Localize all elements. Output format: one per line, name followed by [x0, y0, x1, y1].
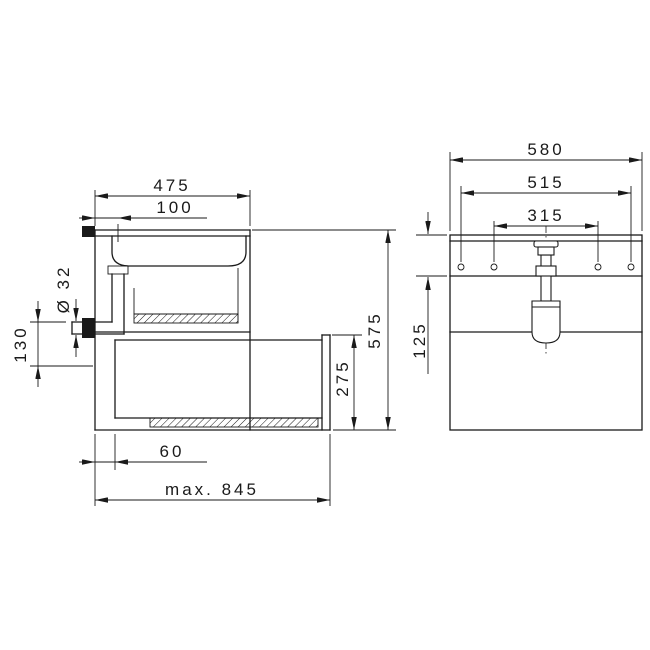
wall-bracket-hatch [82, 226, 95, 237]
dim-apron-height: 125 [410, 212, 447, 374]
dim-max-extension-label: max. 845 [165, 480, 259, 499]
dim-pipe-diameter: Ø 32 [54, 265, 79, 357]
dim-mounting-width: 515 [460, 173, 632, 262]
dim-total-width-label: 580 [527, 140, 564, 159]
dim-tap-hole-spacing: 315 [493, 206, 599, 262]
dim-depth-label: 475 [153, 176, 190, 195]
dim-connection-height-label: 130 [11, 325, 30, 362]
dim-total-width: 580 [449, 140, 643, 231]
dim-depth: 475 [94, 176, 251, 226]
mounting-holes [457, 263, 635, 271]
basin-section [107, 235, 247, 275]
dim-rear-clearance-label: 60 [160, 442, 185, 461]
dim-lower-drawer-height-label: 275 [333, 359, 352, 396]
dim-tap-hole-spacing-label: 315 [527, 206, 564, 225]
dim-mounting-width-label: 515 [527, 173, 564, 192]
trap-assembly [531, 226, 561, 354]
side-view: 475 100 Ø 32 130 [11, 176, 396, 506]
dim-apron-height-label: 125 [410, 321, 429, 358]
dim-pipe-diameter-label: Ø 32 [54, 265, 73, 314]
upper-drawer-rail [133, 313, 239, 324]
dim-total-height: 575 [252, 229, 396, 431]
upper-drawer-section [133, 268, 239, 324]
dim-connection-height: 130 [11, 301, 93, 387]
drain-pipe [71, 226, 125, 338]
dim-rear-clearance: 60 [79, 434, 207, 506]
front-view: 580 515 315 125 [410, 140, 643, 431]
side-cabinet-outline [94, 229, 331, 431]
dim-lower-drawer-height: 275 [332, 334, 362, 430]
dim-max-extension: max. 845 [95, 434, 331, 506]
wall-penetration-hatch [82, 318, 95, 338]
lower-drawer-extended [114, 334, 331, 431]
dim-drain-offset: 100 [79, 198, 207, 242]
dim-total-height-label: 575 [365, 311, 384, 348]
dim-drain-offset-label: 100 [156, 198, 193, 217]
lower-drawer-rail [149, 417, 319, 428]
